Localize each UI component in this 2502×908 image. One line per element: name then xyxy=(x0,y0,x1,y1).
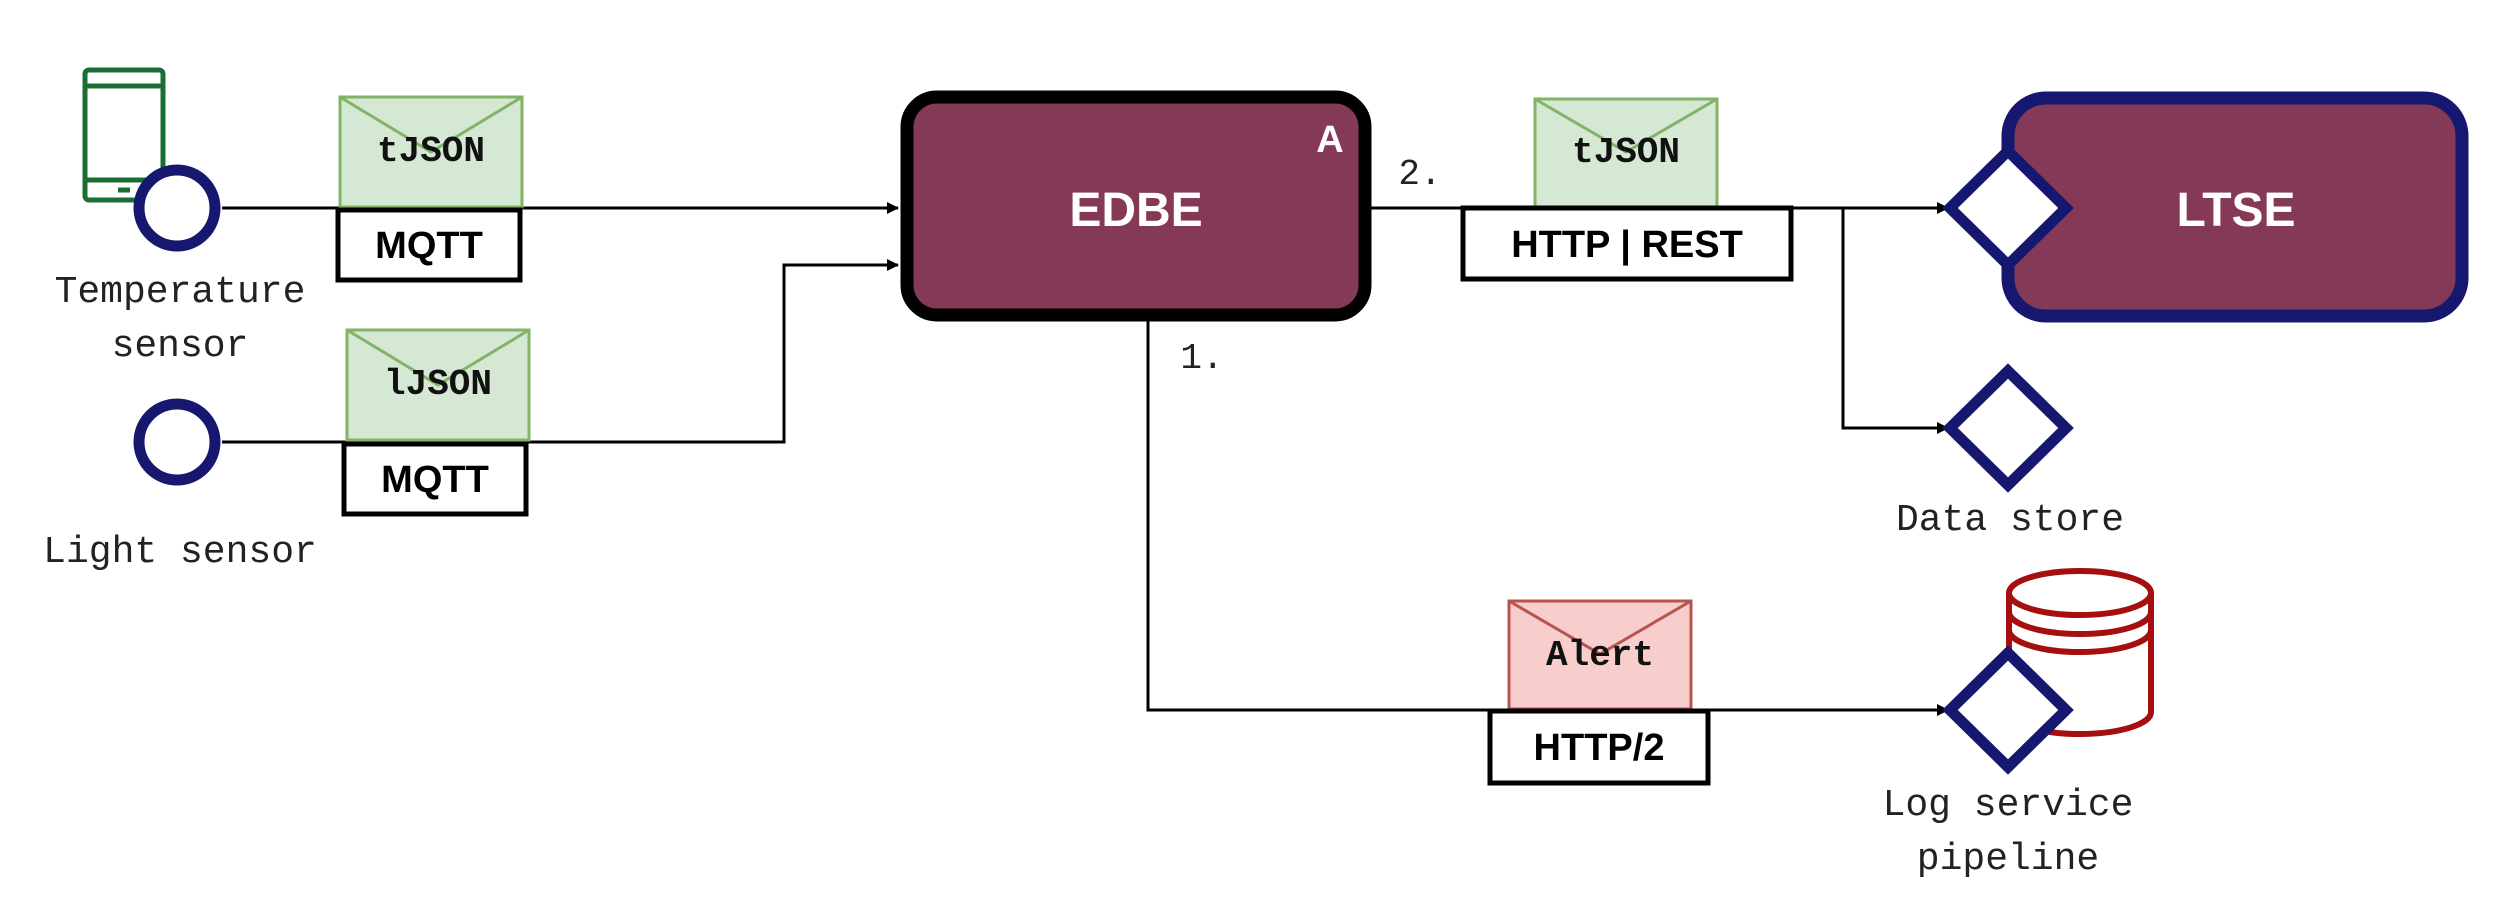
log-service-label-line1: Log service xyxy=(1883,784,2134,827)
log-service-pipeline[interactable]: Log service pipeline xyxy=(1883,568,2154,881)
protocol-box xyxy=(1460,205,1794,282)
message-alert-http2[interactable]: Alert HTTP/2 xyxy=(1487,599,1711,786)
edge-light-to-edbe xyxy=(222,259,899,444)
data-store-port[interactable] xyxy=(1942,363,2074,493)
light-sensor[interactable]: Light sensor xyxy=(43,398,317,574)
temperature-sensor-port[interactable] xyxy=(133,164,221,252)
data-store-label: Data store xyxy=(1896,499,2124,542)
message-temp-mqtt[interactable]: tJSON MQTT xyxy=(335,95,524,283)
ltse-port[interactable] xyxy=(1942,143,2074,273)
message-payload-label: tJSON xyxy=(1572,132,1680,173)
temperature-sensor[interactable]: Temperature sensor xyxy=(55,67,306,368)
edbe-corner-label: A xyxy=(1316,119,1343,161)
edbe-component[interactable]: EDBE A xyxy=(900,90,1372,322)
data-store[interactable]: Data store xyxy=(1896,363,2124,542)
message-payload-label: Alert xyxy=(1546,635,1654,676)
temperature-sensor-label-line1: Temperature xyxy=(55,271,306,314)
protocol-box xyxy=(335,207,523,283)
edge-to-data-store xyxy=(1841,208,1949,434)
protocol-label: MQTT xyxy=(375,225,483,267)
message-ltse-http-rest[interactable]: tJSON HTTP | REST xyxy=(1460,97,1794,282)
protocol-box xyxy=(1487,708,1711,786)
envelope-icon xyxy=(1533,97,1719,209)
message-payload-label: lJSON xyxy=(384,364,492,405)
edbe-label: EDBE xyxy=(1069,184,1202,237)
protocol-box xyxy=(341,441,529,517)
light-sensor-label: Light sensor xyxy=(43,531,317,574)
envelope-icon xyxy=(338,95,524,209)
log-service-label-line2: pipeline xyxy=(1917,838,2099,881)
envelope-icon xyxy=(1507,599,1693,711)
protocol-label: HTTP/2 xyxy=(1534,727,1665,769)
protocol-label: MQTT xyxy=(381,459,489,501)
message-light-mqtt[interactable]: lJSON MQTT xyxy=(341,328,531,517)
envelope-icon xyxy=(345,328,531,442)
message-payload-label: tJSON xyxy=(377,131,485,172)
log-service-port[interactable] xyxy=(1942,645,2074,775)
step-label-2: 2. xyxy=(1398,154,1441,195)
temperature-sensor-label-line2: sensor xyxy=(112,325,249,368)
ltse-component[interactable]: LTSE xyxy=(1942,91,2469,323)
light-sensor-port[interactable] xyxy=(133,398,221,486)
step-label-1: 1. xyxy=(1180,338,1223,379)
protocol-label: HTTP | REST xyxy=(1511,224,1743,266)
ltse-label: LTSE xyxy=(2176,184,2295,237)
